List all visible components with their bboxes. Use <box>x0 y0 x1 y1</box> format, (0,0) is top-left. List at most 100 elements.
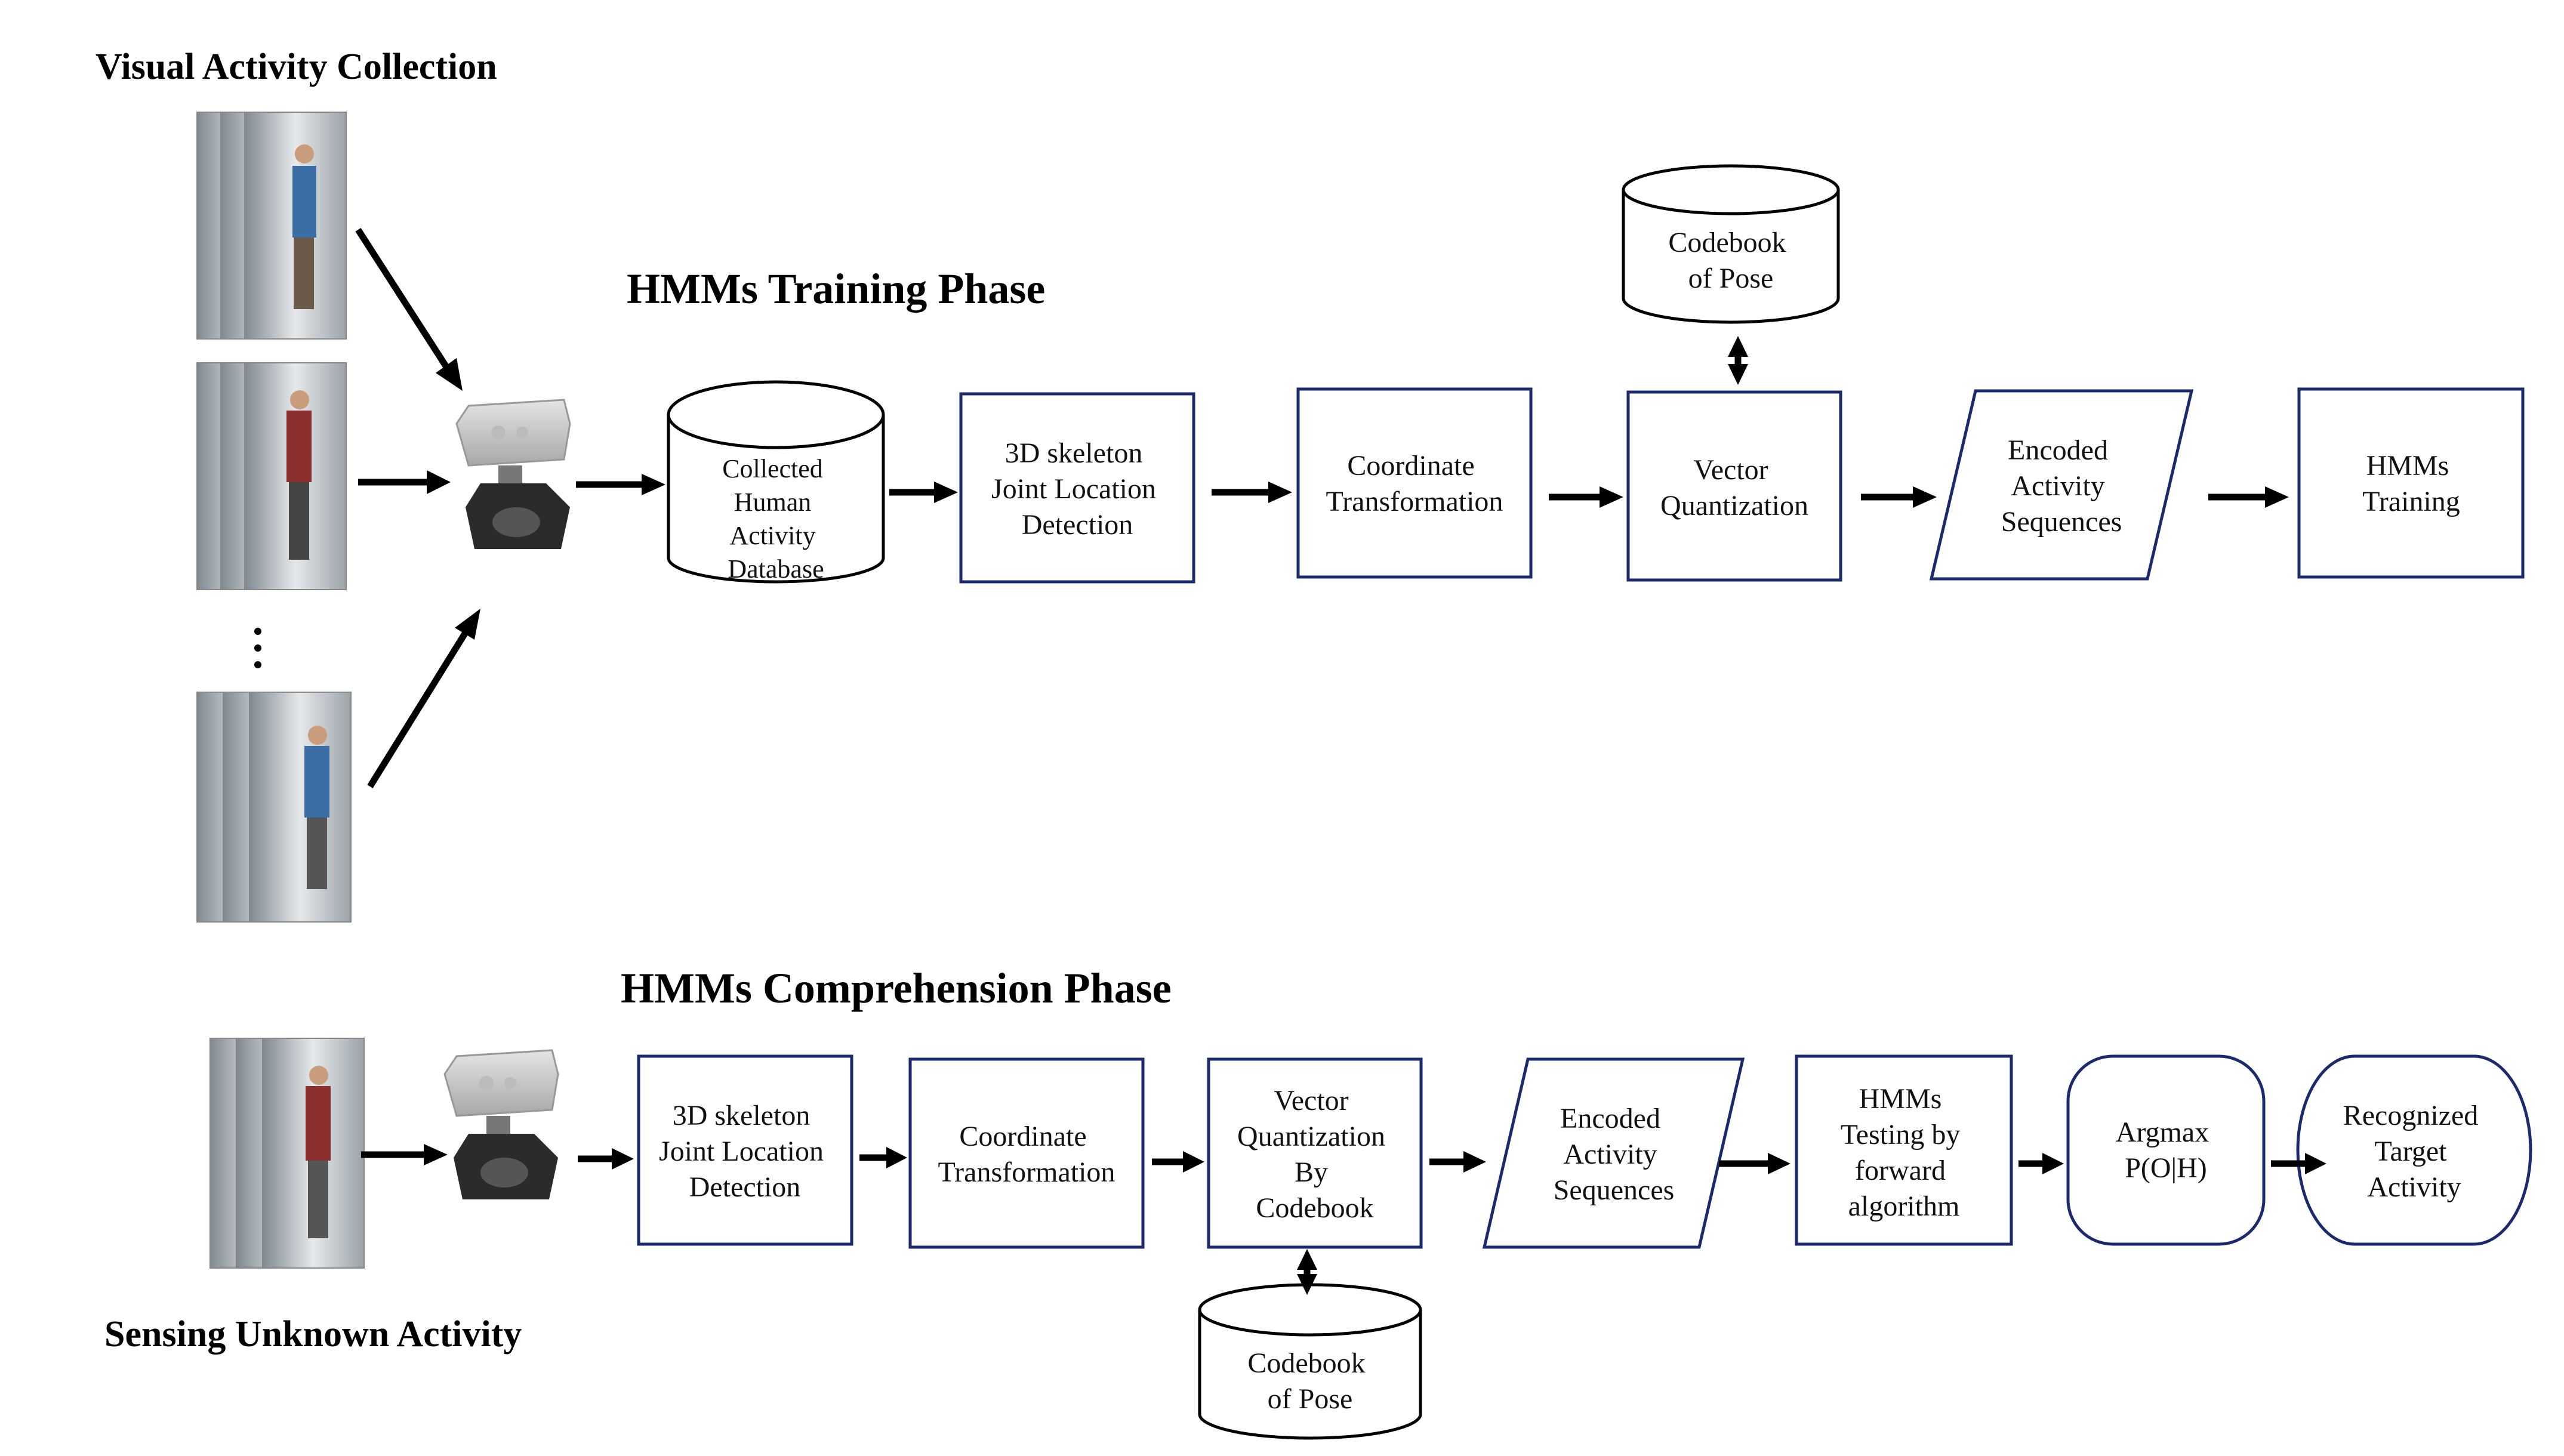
skeleton-line: Detection <box>1022 509 1133 541</box>
svg-text:Encoded Activity S: Encoded Activity Sequences <box>1554 1103 1675 1206</box>
arrow-head <box>436 358 463 391</box>
vq-line: Quantization <box>1660 490 1808 522</box>
visual-activity-collection-heading: Visual Activity Collection <box>95 47 497 87</box>
hmm-testing-line: forward <box>1855 1155 1946 1186</box>
vertical-ellipsis-icon <box>254 628 261 668</box>
arrow-head <box>886 1147 907 1168</box>
argmax-line: Argmax <box>2116 1116 2209 1148</box>
kinect-sensor-icon <box>455 399 571 549</box>
skeleton-line: 3D skeleton <box>673 1100 811 1131</box>
arrow-head <box>1728 364 1748 385</box>
comprehension-codebook-cylinder: Codebook of Pose <box>1198 1283 1422 1440</box>
argmax-rounded-box: Argmax P(O|H) <box>2066 1054 2266 1246</box>
hmm-testing-line: Testing by <box>1841 1119 1961 1150</box>
hmm-testing-line: algorithm <box>1848 1190 1960 1222</box>
arrow-head <box>1183 1151 1204 1173</box>
svg-text:3D skeleton Joint Locati: 3D skeleton Joint Location Detection <box>659 1100 831 1203</box>
coordinate-line: Coordinate <box>959 1121 1086 1152</box>
comprehension-skeleton-detection-box: 3D skeleton Joint Location Detection <box>637 1054 853 1246</box>
comprehension-phase-heading: HMMs Comprehension Phase <box>621 964 1172 1012</box>
arrow-head <box>612 1148 634 1170</box>
hmm-training-box: HMMs Training <box>2297 387 2525 579</box>
encoded-line: Encoded <box>1560 1103 1660 1134</box>
recognized-activity-terminal: Recognized Target Activity <box>2296 1054 2532 1246</box>
hmm-training-line: Training <box>2362 486 2460 517</box>
encoded-line: Sequences <box>2001 506 2122 538</box>
sensing-unknown-activity-heading: Sensing Unknown Activity <box>104 1314 522 1355</box>
training-vector-quantization-box: Vector Quantization <box>1626 390 1842 582</box>
comprehension-coordinate-transformation-box: Coordinate Transformation <box>908 1057 1145 1249</box>
argmax-line: P(O|H) <box>2125 1152 2207 1184</box>
coordinate-line: Transformation <box>1326 486 1503 517</box>
svg-text:Codebook of Pose: Codebook of Pose <box>1668 227 1793 294</box>
arrow-head <box>2305 1153 2326 1174</box>
recognized-line: Activity <box>2367 1171 2461 1203</box>
arrow-head <box>427 470 451 494</box>
arrow-head <box>1768 1153 1791 1174</box>
training-coordinate-transformation-box: Coordinate Transformation <box>1296 387 1533 579</box>
coordinate-line: Transformation <box>938 1156 1115 1188</box>
arrow-head <box>1297 1274 1317 1295</box>
flow-arrows <box>355 228 2326 1295</box>
arrow-head <box>1913 486 1937 508</box>
svg-text:Vector Quantization: Vector Quantization <box>1660 454 1808 522</box>
comprehension-vector-quantization-box: Vector Quantization By Codebook <box>1207 1057 1423 1249</box>
skeleton-line: Joint Location <box>659 1136 824 1167</box>
arrow-head <box>2042 1153 2064 1174</box>
vq-line: Vector <box>1693 454 1768 486</box>
arrow-head <box>1463 1151 1486 1173</box>
encoded-line: Activity <box>2011 470 2104 502</box>
comprehension-encoded-sequences-parallelogram: Encoded Activity Sequences <box>1482 1057 1745 1249</box>
skeleton-line: 3D skeleton <box>1005 437 1143 469</box>
svg-text:HMMs Testing by fo: HMMs Testing by forward algorithm <box>1841 1083 1968 1222</box>
svg-text:Codebook of Pose: Codebook of Pose <box>1247 1347 1372 1415</box>
vq-line: Codebook <box>1256 1192 1373 1224</box>
training-encoded-sequences-parallelogram: Encoded Activity Sequences <box>1929 389 2194 581</box>
arrow <box>367 631 469 788</box>
svg-text:Argmax P(O|H): Argmax P(O|H) <box>2116 1116 2216 1184</box>
svg-text:Collected Human Ac: Collected Human Activity Database <box>722 454 830 584</box>
svg-text:Vector Quantization: Vector Quantization By Codebook <box>1237 1085 1392 1224</box>
encoded-line: Sequences <box>1554 1174 1675 1206</box>
codebook-line: of Pose <box>1688 263 1774 294</box>
hmm-testing-box: HMMs Testing by forward algorithm <box>1795 1054 2013 1246</box>
arrow-head <box>455 609 480 640</box>
kinect-sensor-icon <box>443 1049 559 1199</box>
hmm-training-line: HMMs <box>2366 450 2449 482</box>
vq-line: Quantization <box>1237 1121 1385 1152</box>
hmm-testing-line: HMMs <box>1859 1083 1942 1115</box>
codebook-line: of Pose <box>1268 1383 1353 1415</box>
codebook-line: Codebook <box>1668 227 1786 258</box>
svg-text:Encoded Activity S: Encoded Activity Sequences <box>2001 434 2122 538</box>
arrow-head <box>1600 486 1623 508</box>
svg-text:3D skeleton Joint Locati: 3D skeleton Joint Location Detection <box>991 437 1163 541</box>
encoded-line: Activity <box>1563 1139 1657 1170</box>
skeleton-line: Joint Location <box>991 473 1156 505</box>
database-line: Human <box>734 488 812 517</box>
vq-line: By <box>1295 1156 1328 1188</box>
arrow-head <box>1268 482 1292 503</box>
video-frame-stack-icon <box>196 692 352 923</box>
vq-line: Vector <box>1274 1085 1348 1116</box>
svg-text:Coordinate Transformatio: Coordinate Transformation <box>1326 450 1503 517</box>
video-frame-stack-icon <box>196 112 347 340</box>
video-frame-stack-icon <box>209 1038 365 1269</box>
database-line: Activity <box>729 521 815 550</box>
training-phase-heading: HMMs Training Phase <box>627 265 1045 313</box>
arrow-head <box>642 474 665 495</box>
recognized-line: Target <box>2374 1136 2447 1167</box>
arrow-head <box>1297 1249 1317 1270</box>
database-line: Database <box>728 554 824 584</box>
recognized-line: Recognized <box>2343 1100 2479 1131</box>
svg-text:HMMs Training: HMMs Training <box>2362 450 2460 517</box>
training-skeleton-detection-box: 3D skeleton Joint Location Detection <box>959 392 1195 584</box>
skeleton-line: Detection <box>689 1171 801 1203</box>
video-frame-stack-icon <box>196 362 347 590</box>
arrow <box>355 228 449 369</box>
svg-text:Recognized Target: Recognized Target Activity <box>2343 1100 2486 1203</box>
arrow-head <box>934 482 958 503</box>
coordinate-line: Coordinate <box>1347 450 1474 482</box>
codebook-line: Codebook <box>1247 1347 1365 1379</box>
database-line: Collected <box>722 454 823 483</box>
